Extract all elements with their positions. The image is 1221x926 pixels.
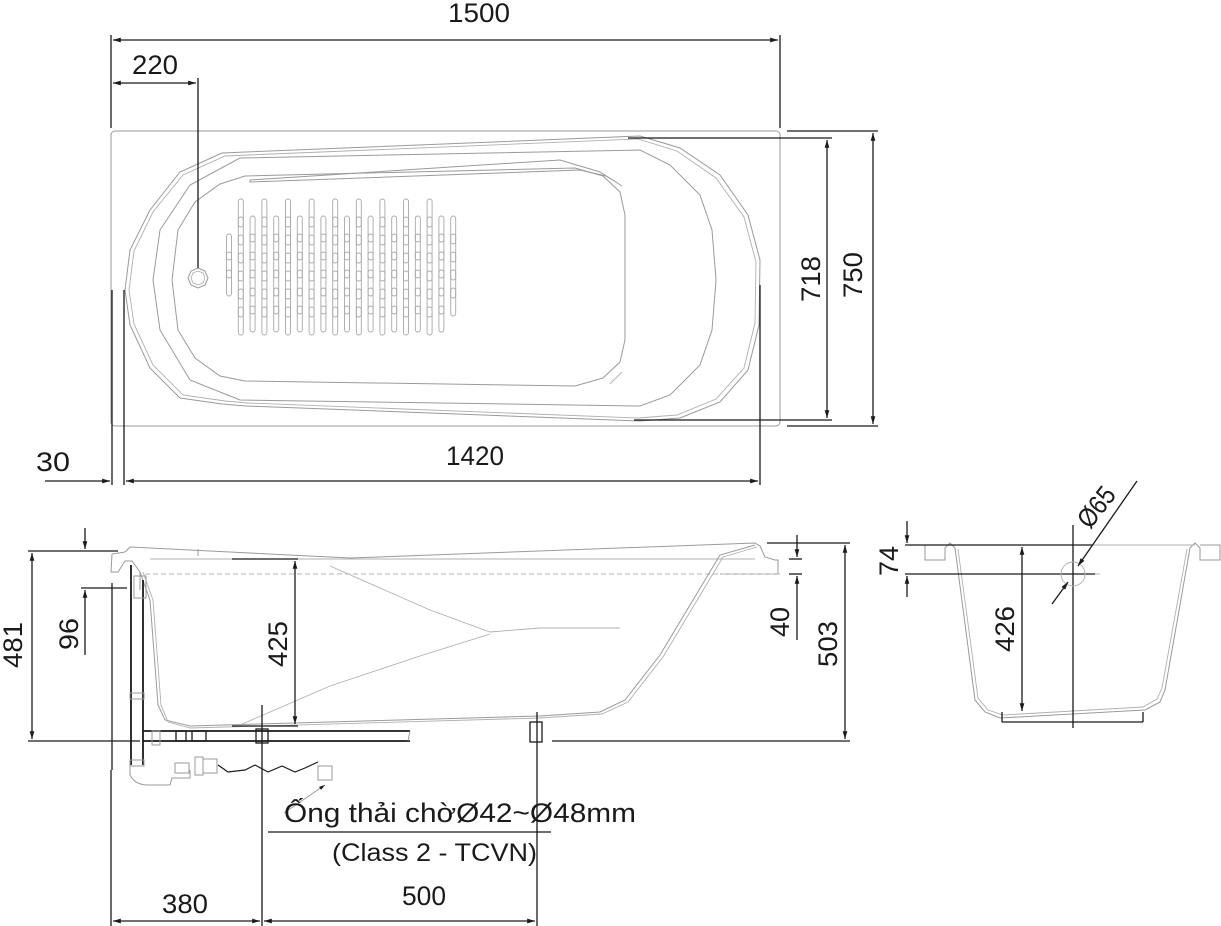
dim-end-depth: 426 bbox=[990, 606, 1020, 652]
dim-overflow-diameter: Ø65 bbox=[1071, 481, 1122, 534]
dim-height-right: 503 bbox=[813, 621, 843, 667]
drain-pipe-standard: (Class 2 - TCVN) bbox=[332, 839, 537, 867]
dim-rim-offset: 30 bbox=[36, 447, 70, 477]
dim-inner-width: 718 bbox=[796, 256, 826, 302]
dim-inner-depth: 425 bbox=[263, 621, 293, 667]
basin-inner-contour bbox=[171, 167, 626, 387]
anti-slip-slot-pattern bbox=[226, 198, 457, 336]
basin-mid-contour bbox=[152, 149, 717, 407]
dim-overflow-height: 74 bbox=[874, 546, 904, 576]
dim-drain-offset: 220 bbox=[132, 50, 178, 80]
dim-overall-width: 750 bbox=[838, 252, 868, 298]
tub-end-section bbox=[924, 542, 1221, 719]
side-view: 481 96 425 40 503 380 500 Ống thải chờØ4… bbox=[0, 528, 850, 926]
dim-leg-spacing: 500 bbox=[402, 881, 446, 911]
tub-side-outline bbox=[139, 544, 756, 727]
drain-outlet-icon bbox=[187, 267, 209, 289]
dim-rim-thickness: 40 bbox=[765, 607, 795, 637]
drain-pipe-note: Ống thải chờØ42~Ø48mm bbox=[284, 796, 636, 828]
end-view: 74 426 Ø65 bbox=[874, 481, 1221, 728]
dim-overflow-depth: 96 bbox=[54, 618, 84, 650]
dim-overall-length: 1500 bbox=[448, 0, 510, 28]
dim-total-height: 481 bbox=[0, 622, 28, 668]
tub-rim-outline bbox=[110, 130, 781, 427]
plan-view: 1500 220 30 1420 718 750 bbox=[36, 0, 878, 485]
overflow-hole bbox=[1060, 561, 1086, 587]
flexible-hose bbox=[217, 761, 319, 773]
basin-outer-contour bbox=[124, 135, 761, 422]
dim-inner-length: 1420 bbox=[446, 441, 504, 471]
dim-drain-position: 380 bbox=[162, 889, 208, 919]
